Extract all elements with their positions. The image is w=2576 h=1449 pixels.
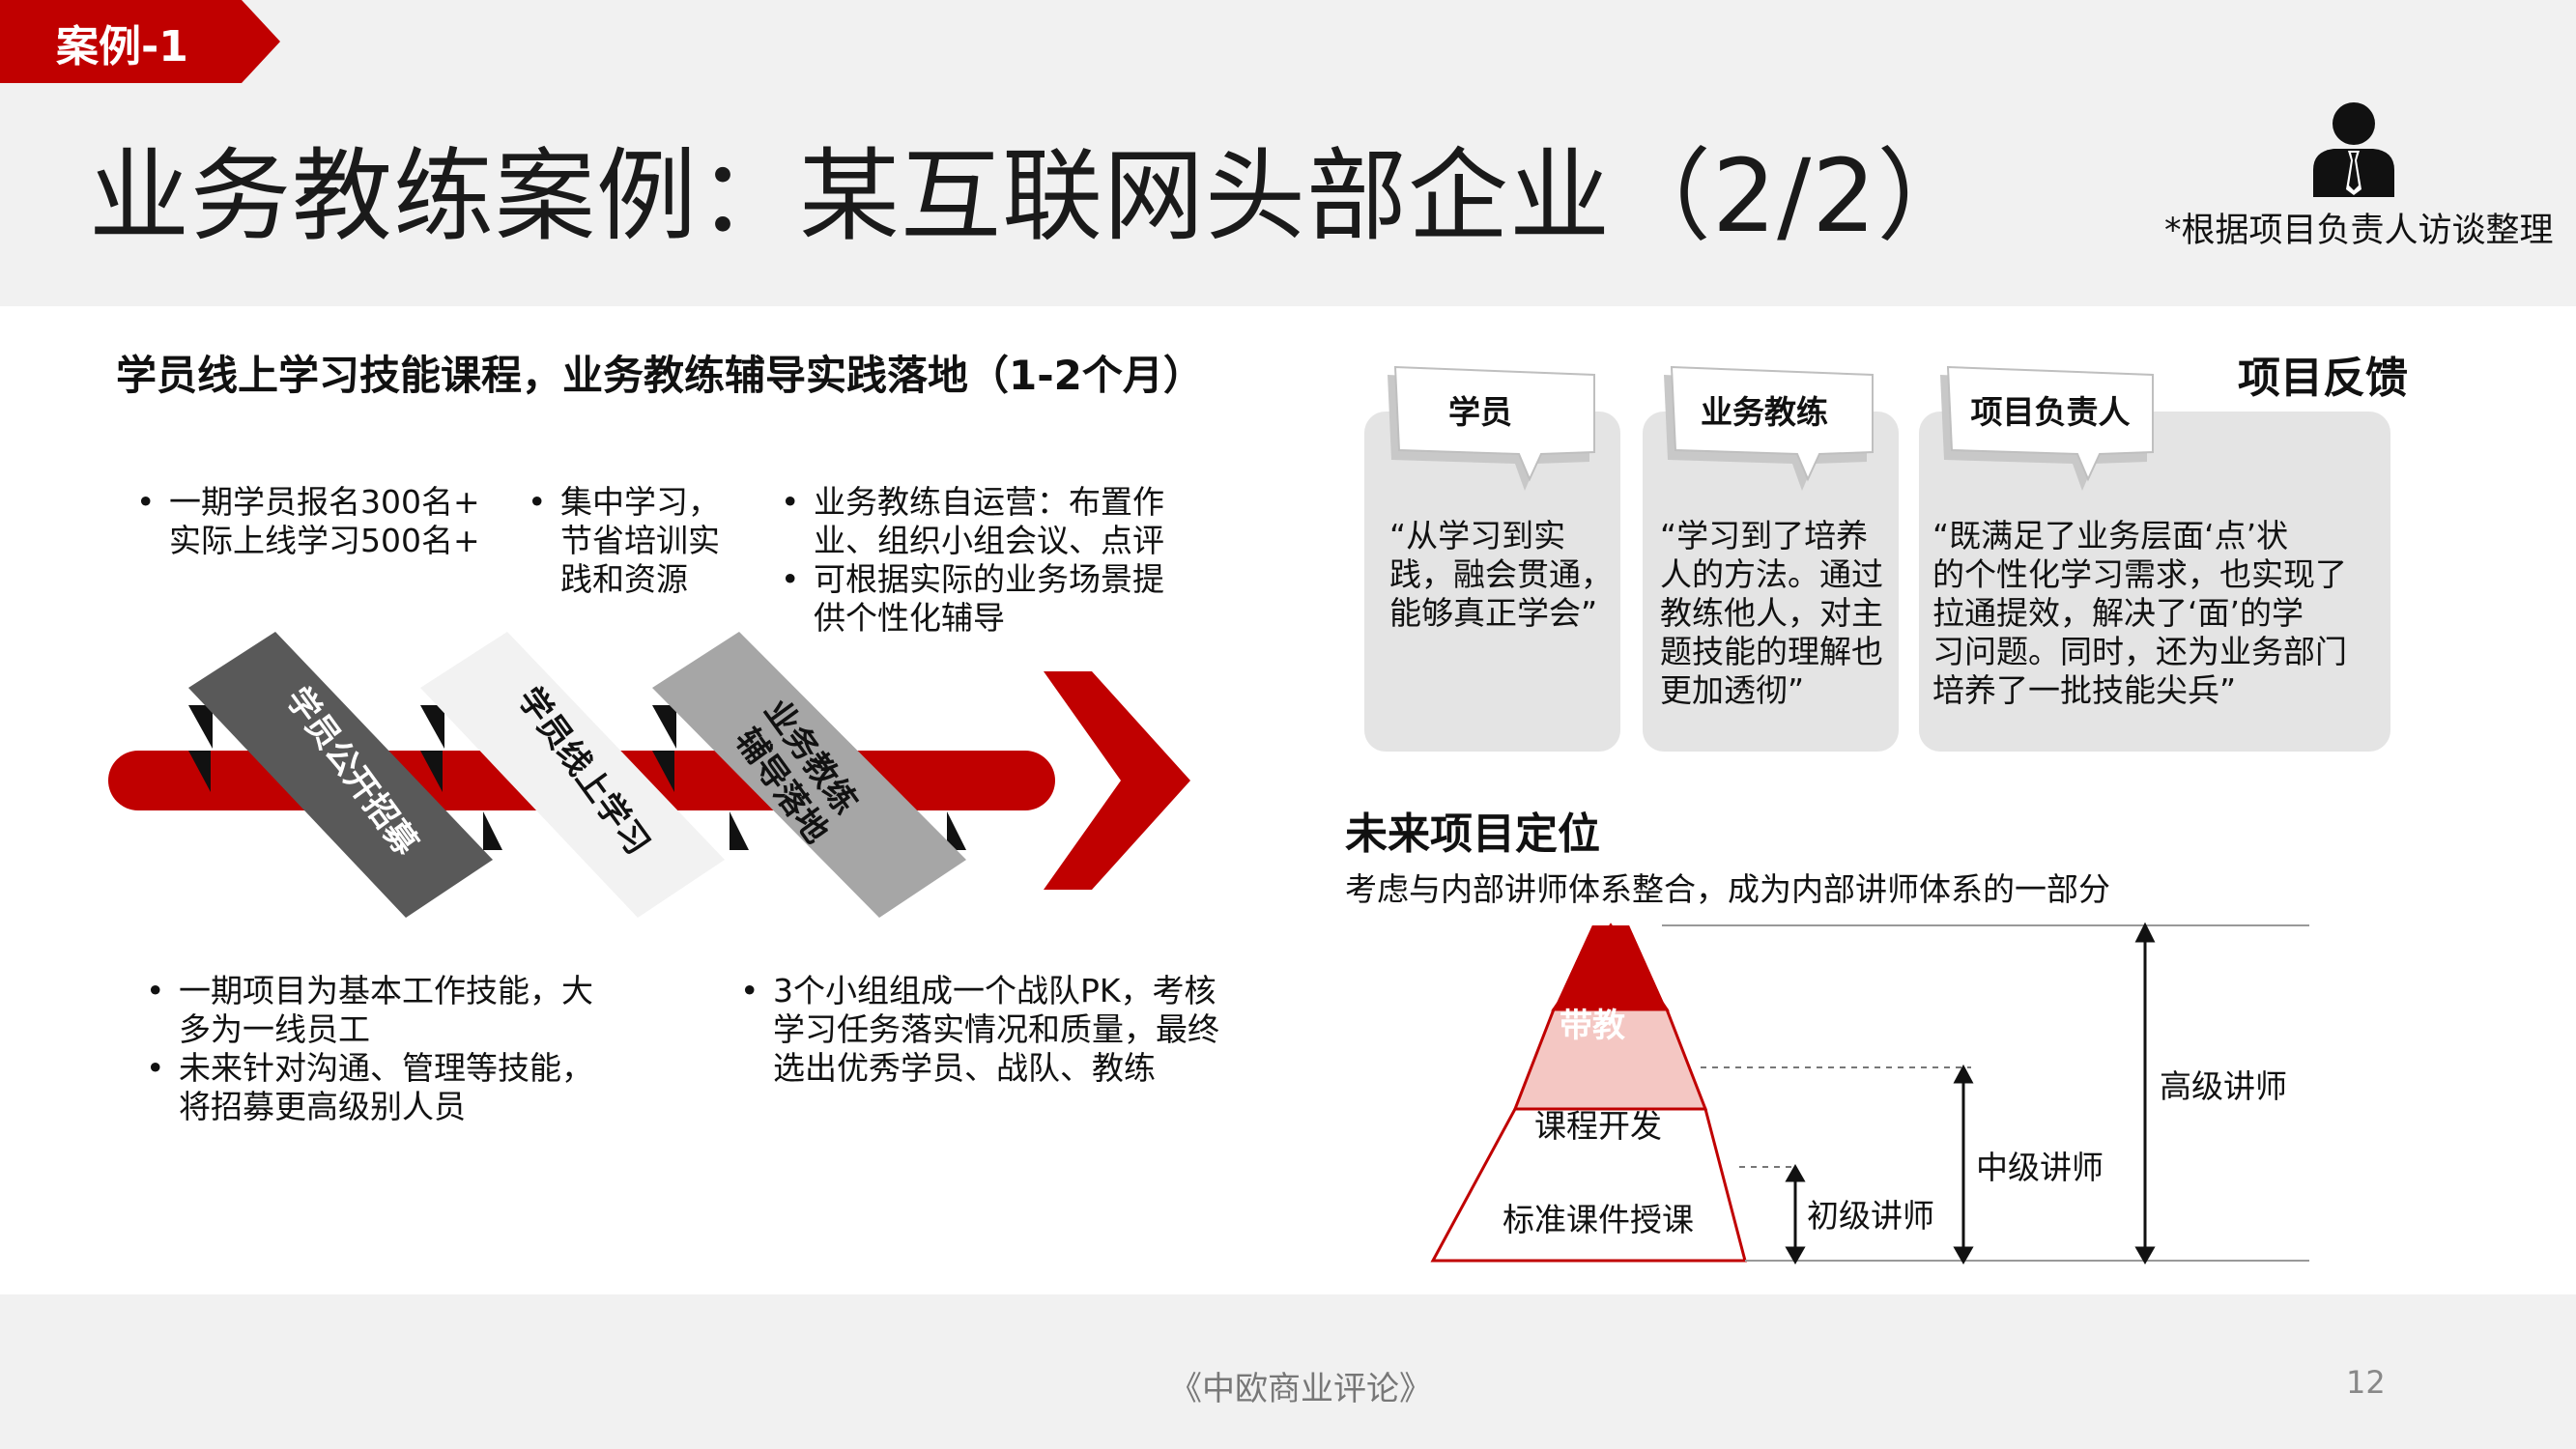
bottom-bullet-list-1: 一期项目为基本工作技能，大 多为一线员工 未来针对沟通、管理等技能， 将招募更高… [140, 972, 593, 1126]
lecturer-pyramid-diagram: 带教 课程开发 标准课件授课 初级讲师 中级讲师 高级讲师 [1430, 922, 2309, 1265]
feedback-card-3 [1919, 365, 2390, 752]
pyramid-tier-1: 带教 [1560, 1007, 1625, 1045]
person-icon [2313, 102, 2394, 197]
process-arrow-diagram: 学员公开招募 学员线上学习 业务教练 辅导落地 [108, 632, 1190, 918]
list-item: 一期学员报名300名+ 实际上线学习500名+ [130, 483, 480, 560]
pyramid-tier-2: 课程开发 [1534, 1107, 1662, 1145]
feedback-cards-art: 学员 业务教练 项目负责人 [1364, 365, 2390, 752]
list-item: 集中学习， 节省培训实 践和资源 [522, 483, 720, 599]
footer-source: 《中欧商业评论》 [1169, 1370, 1432, 1408]
future-heading: 未来项目定位 [1345, 810, 1600, 859]
feedback-heading: 项目反馈 [2238, 354, 2408, 403]
stage-ribbon-3: 业务教练 辅导落地 [652, 632, 966, 918]
level-label-senior: 高级讲师 [2160, 1067, 2287, 1105]
top-bullet-list-2: 集中学习， 节省培训实 践和资源 [522, 483, 720, 599]
level-label-intermediate: 中级讲师 [1976, 1149, 2104, 1186]
level-label-junior: 初级讲师 [1807, 1197, 1934, 1235]
future-subtitle: 考虑与内部讲师体系整合，成为内部讲师体系的一部分 [1345, 870, 2110, 908]
list-item: 可根据实际的业务场景提 供个性化辅导 [775, 560, 1164, 638]
footer-band [0, 1294, 2576, 1449]
feedback-card-1 [1364, 365, 1620, 752]
left-section-heading: 学员线上学习技能课程，业务教练辅导实践落地（1-2个月） [116, 352, 1204, 399]
list-item: 一期项目为基本工作技能，大 多为一线员工 [140, 972, 593, 1049]
page-title: 业务教练案例：某互联网头部企业（2/2） [89, 137, 1979, 255]
arrow-head [1044, 671, 1190, 890]
source-note: *根据项目负责人访谈整理 [2164, 212, 2554, 250]
header-band [0, 0, 2576, 306]
feedback-quote-2: “学习到了培养 人的方法。通过 教练他人，对主 题技能的理解也 更加透彻” [1660, 517, 1883, 709]
feedback-quote-3: “既满足了业务层面‘点’状 的个性化学习需求，也实现了 拉通提效，解决了‘面’的… [1932, 517, 2347, 709]
feedback-tab-3: 项目负责人 [1971, 393, 2131, 431]
case-tag-shape [0, 0, 280, 83]
feedback-card-2 [1643, 365, 1899, 752]
bottom-bullet-list-2: 3个小组组成一个战队PK，考核 学习任务落实情况和质量，最终 选出优秀学员、战队… [734, 972, 1219, 1088]
feedback-quote-1: “从学习到实 践，融会贯通， 能够真正学会” [1389, 517, 1613, 632]
list-item: 业务教练自运营：布置作 业、组织小组会议、点评 [775, 483, 1164, 560]
top-bullet-list-1: 一期学员报名300名+ 实际上线学习500名+ [130, 483, 480, 560]
pyramid-tier-3: 标准课件授课 [1503, 1201, 1694, 1238]
case-tag-label: 案例-1 [56, 22, 188, 71]
page-number: 12 [2346, 1364, 2386, 1401]
list-item: 3个小组组成一个战队PK，考核 学习任务落实情况和质量，最终 选出优秀学员、战队… [734, 972, 1219, 1088]
feedback-tab-2: 业务教练 [1701, 393, 1828, 431]
feedback-tab-1: 学员 [1448, 393, 1512, 431]
list-item: 未来针对沟通、管理等技能， 将招募更高级别人员 [140, 1049, 593, 1126]
top-bullet-list-3: 业务教练自运营：布置作 业、组织小组会议、点评 可根据实际的业务场景提 供个性化… [775, 483, 1164, 638]
